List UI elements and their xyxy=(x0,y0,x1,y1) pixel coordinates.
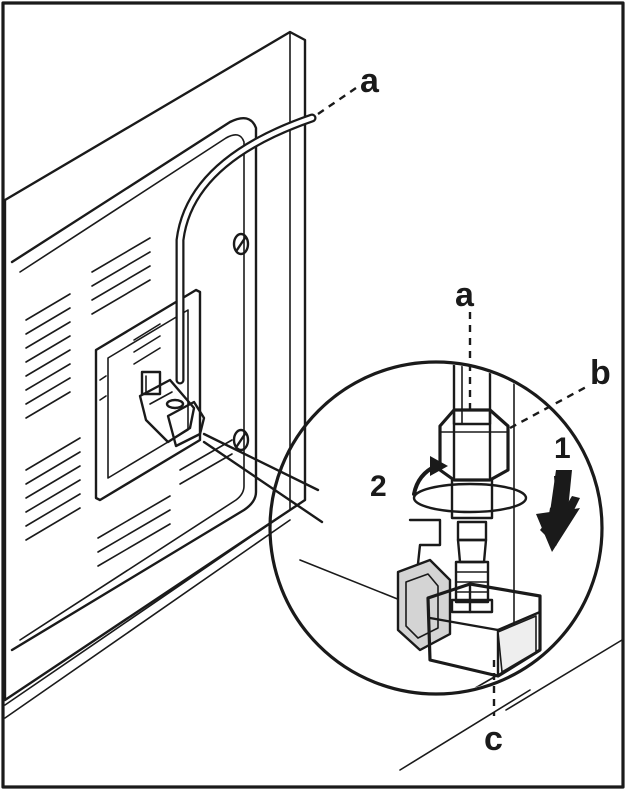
appliance-body xyxy=(3,30,307,719)
label-step-2: 2 xyxy=(370,470,387,503)
zoom-cone xyxy=(202,432,324,524)
label-hose-detail: a xyxy=(455,276,475,314)
label-hose-top: a xyxy=(360,62,380,100)
rotate-icon xyxy=(412,456,448,496)
elbow-connector xyxy=(396,558,542,678)
leader-line-a-top xyxy=(317,87,357,115)
arrow-down-icon xyxy=(536,470,580,552)
supply-hose xyxy=(175,113,317,385)
small-connector xyxy=(138,370,206,448)
label-connector: c xyxy=(484,720,503,758)
vent-slots xyxy=(25,237,233,567)
back-panel xyxy=(10,116,258,652)
label-nut: b xyxy=(590,354,611,392)
wall-lines xyxy=(399,639,623,771)
label-step-1: 1 xyxy=(554,432,571,465)
detail-magnifier xyxy=(268,360,604,696)
leader-line-b xyxy=(509,384,589,430)
mounting-screws xyxy=(232,232,250,452)
